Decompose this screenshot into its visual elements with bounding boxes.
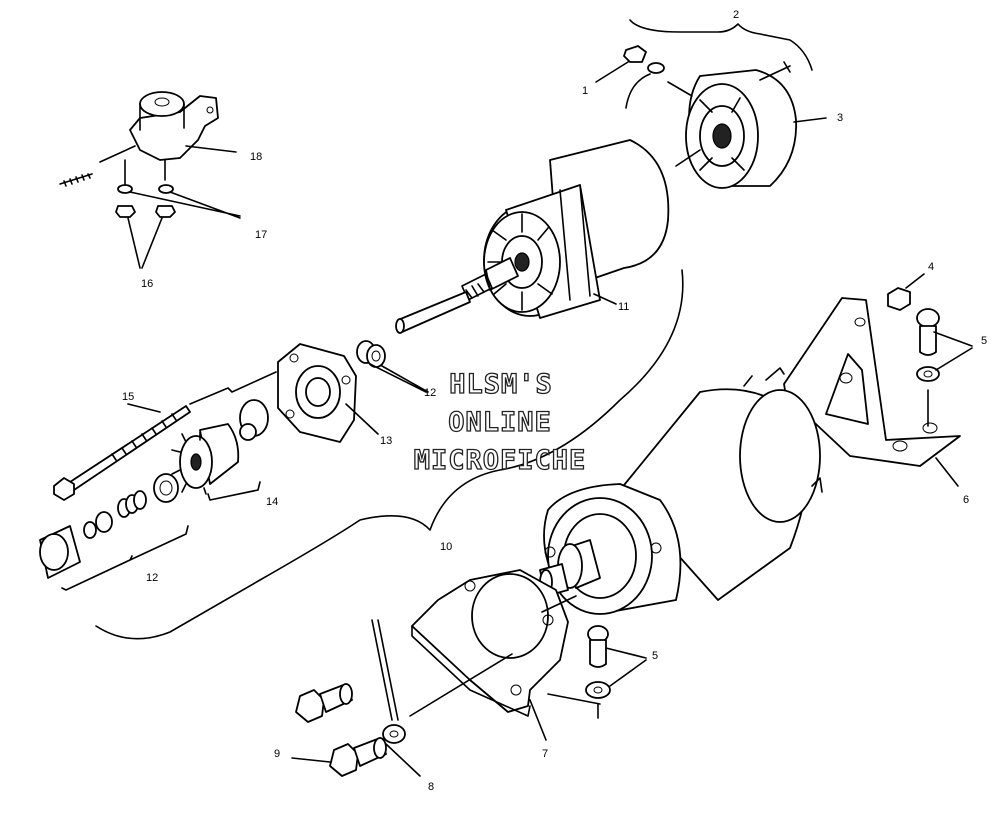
- part-15-through-bolt: [53, 371, 277, 501]
- callout-9: 9: [274, 748, 281, 760]
- watermark-line-2: ONLINE: [448, 406, 552, 438]
- watermark-line-1: HLSM'S: [449, 368, 553, 400]
- callout-12-upper: 12: [424, 387, 437, 399]
- callout-7: 7: [542, 748, 549, 760]
- part-9-bolts: [291, 683, 387, 777]
- part-2-brace: [629, 19, 813, 71]
- part-7-plate: [411, 569, 601, 741]
- callout-2: 2: [733, 9, 740, 21]
- part-11-armature: [395, 139, 670, 334]
- part-5-bolt-upper: [916, 308, 973, 427]
- part-14-pinion: [171, 399, 269, 501]
- part-18-solenoid: [59, 91, 237, 187]
- part-10-brace: [95, 269, 684, 640]
- callout-15: 15: [122, 391, 135, 403]
- callout-1: 1: [582, 85, 589, 97]
- callout-5-lower: 5: [652, 650, 659, 662]
- part-5-bolt-lower: [585, 625, 647, 719]
- callout-11: 11: [618, 301, 630, 313]
- starter-motor-housing: [539, 367, 823, 615]
- watermark-line-3: MICROFICHE: [413, 444, 587, 476]
- callout-5-upper: 5: [981, 335, 988, 347]
- assembly-axis-lines: [409, 595, 577, 717]
- part-3-end-cap: [667, 61, 827, 189]
- part-12-washers-upper: [356, 340, 429, 393]
- callout-16: 16: [141, 278, 154, 290]
- part-8-cable: [371, 619, 421, 777]
- callout-4: 4: [928, 261, 935, 273]
- callout-14: 14: [266, 496, 279, 508]
- callout-6: 6: [963, 494, 970, 506]
- part-16-nuts: [115, 205, 176, 269]
- part-6-bracket: [783, 297, 961, 487]
- callout-17: 17: [255, 229, 268, 241]
- part-1-nut-washer: [595, 45, 665, 109]
- callout-13: 13: [380, 435, 393, 447]
- callout-18: 18: [250, 151, 263, 163]
- callout-10: 10: [440, 541, 453, 553]
- part-13-end-plate: [277, 343, 379, 443]
- part-17-washers: [117, 184, 241, 219]
- callout-3: 3: [837, 112, 844, 124]
- part-4-nut: [887, 273, 925, 311]
- part-12-lower-group: [39, 473, 189, 591]
- callout-12-lower: 12: [146, 572, 159, 584]
- callout-8: 8: [428, 781, 435, 793]
